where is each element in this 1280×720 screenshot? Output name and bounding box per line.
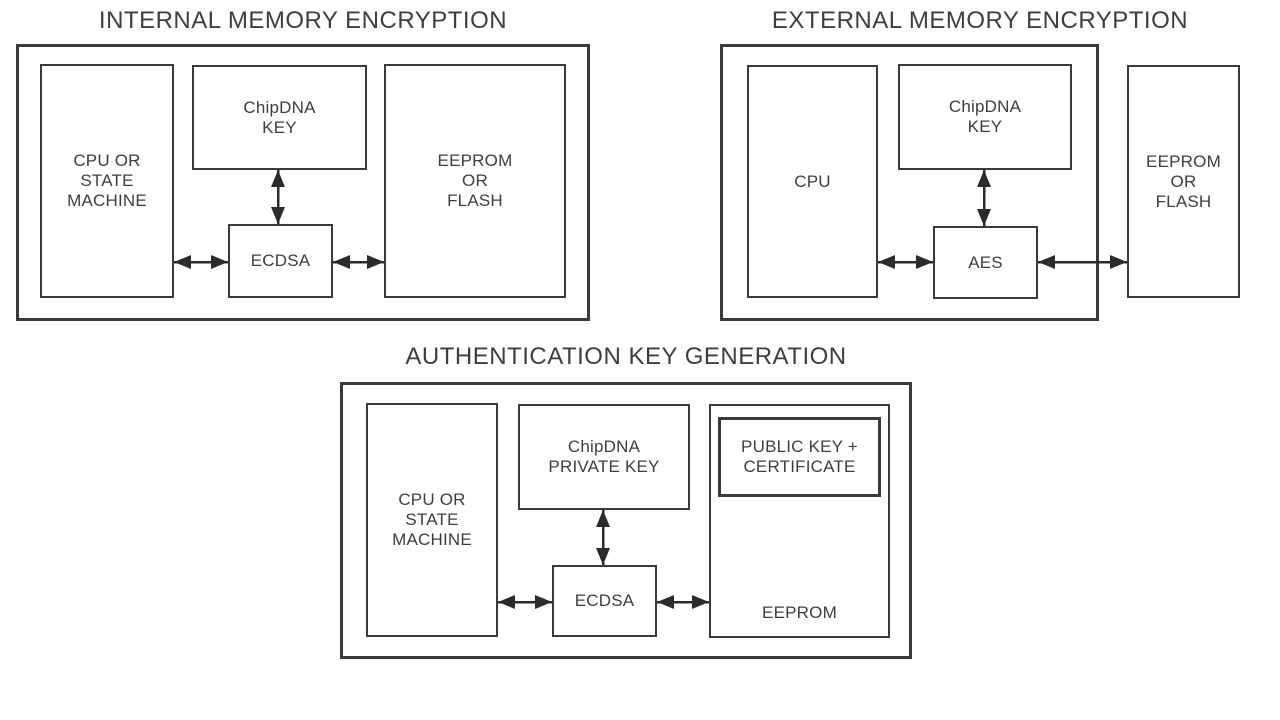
external-encryption-boundary-box: [720, 44, 1099, 321]
ecdsa-engine-label: ECDSA: [250, 251, 311, 270]
public-key-certificate-label: PUBLIC KEY + CERTIFICATE: [741, 437, 858, 476]
arrow-private-key-to-ecdsa: [596, 510, 610, 565]
chipdna-private-key-block: ChipDNA PRIVATE KEY: [518, 404, 690, 510]
eeprom-flash-block: EEPROM OR FLASH: [384, 64, 566, 298]
arrow-cpu-to-ecdsa: [498, 595, 552, 609]
arrow-ecdsa-to-eeprom: [333, 255, 384, 269]
public-key-certificate-block: PUBLIC KEY + CERTIFICATE: [718, 417, 881, 497]
external-eeprom-flash-label: EEPROM OR FLASH: [1146, 151, 1221, 211]
chipdna-private-key-label: ChipDNA PRIVATE KEY: [548, 437, 660, 476]
eeprom-label: EEPROM: [762, 603, 837, 622]
ecdsa-engine-block: ECDSA: [552, 565, 657, 637]
cpu-label: CPU: [794, 171, 831, 191]
cpu-state-machine-block: CPU OR STATE MACHINE: [40, 64, 174, 298]
arrow-cpu-to-ecdsa: [174, 255, 228, 269]
aes-engine-block: AES: [933, 226, 1038, 299]
ecdsa-engine-block: ECDSA: [228, 224, 333, 298]
cpu-state-machine-label: CPU OR STATE MACHINE: [392, 490, 472, 549]
chipdna-key-block: ChipDNA KEY: [192, 65, 367, 170]
aes-engine-label: AES: [968, 252, 1003, 272]
cpu-block: CPU: [747, 65, 878, 298]
cpu-state-machine-label: CPU OR STATE MACHINE: [67, 151, 147, 210]
chipdna-key-block: ChipDNA KEY: [898, 64, 1072, 170]
chipdna-key-label: ChipDNA KEY: [243, 97, 316, 137]
arrow-chipdna-key-to-aes: [977, 170, 991, 226]
authentication-boundary-box: [340, 382, 912, 659]
diagram-title: EXTERNAL MEMORY ENCRYPTION: [771, 7, 1189, 34]
external-eeprom-flash-block: EEPROM OR FLASH: [1127, 65, 1240, 298]
arrow-cpu-to-aes: [878, 255, 933, 269]
ecdsa-engine-label: ECDSA: [574, 591, 635, 610]
eeprom-block: PUBLIC KEY + CERTIFICATE EEPROM: [709, 404, 890, 638]
arrow-ecdsa-to-eeprom: [657, 595, 709, 609]
internal-encryption-boundary-box: [16, 44, 590, 321]
arrow-chipdna-key-to-ecdsa: [271, 170, 285, 224]
diagram-title: AUTHENTICATION KEY GENERATION: [405, 343, 847, 370]
eeprom-flash-label: EEPROM OR FLASH: [437, 151, 513, 210]
chipdna-key-label: ChipDNA KEY: [948, 97, 1022, 136]
cpu-state-machine-block: CPU OR STATE MACHINE: [366, 403, 498, 637]
arrow-aes-to-external-eeprom: [1038, 255, 1127, 269]
diagram-title: INTERNAL MEMORY ENCRYPTION: [98, 7, 508, 34]
